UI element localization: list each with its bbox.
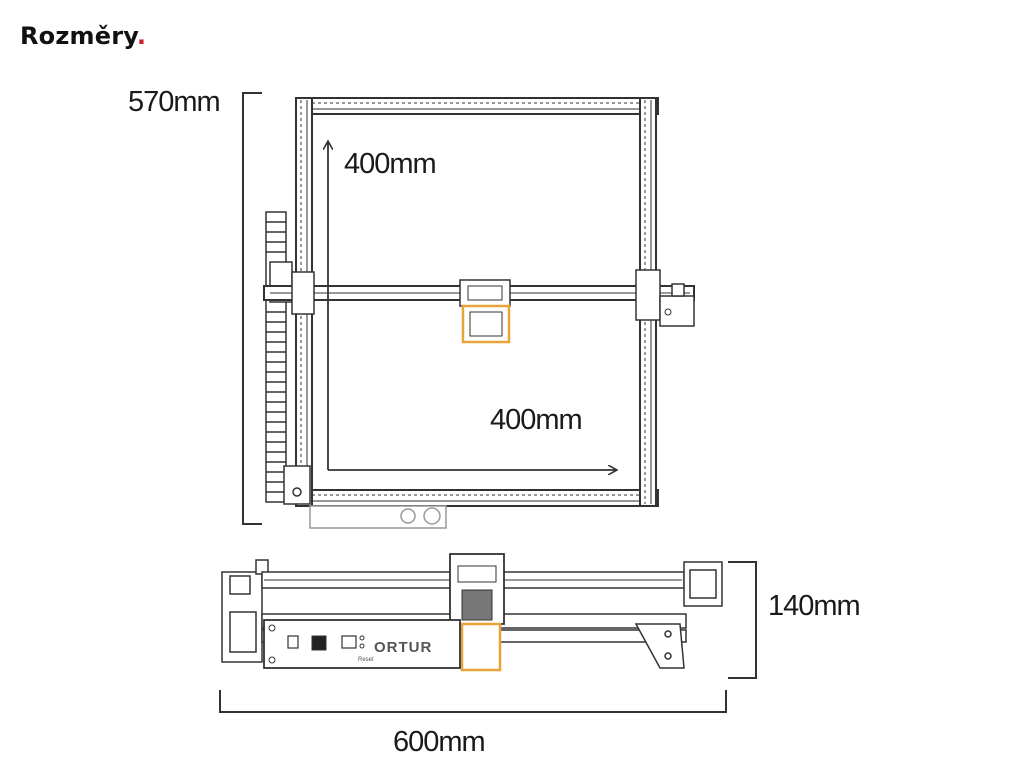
height-bracket <box>242 92 262 525</box>
brand-logo: ORTUR <box>374 639 432 656</box>
left-side-plate <box>221 559 269 663</box>
height-dimension-label: 570mm <box>128 86 221 118</box>
title-dot: . <box>136 22 147 50</box>
frame-bottom-rail <box>297 489 659 507</box>
top-view <box>242 92 695 529</box>
width-bracket <box>219 690 727 713</box>
front-controller <box>263 619 461 669</box>
depth-bracket <box>728 561 757 679</box>
laser-head <box>459 279 511 344</box>
width-dimension-label: 600mm <box>393 726 486 758</box>
front-laser-module <box>449 553 505 672</box>
work-y-dimension-label: 400mm <box>344 148 437 180</box>
right-motor <box>634 561 723 669</box>
depth-dimension-label: 140mm <box>768 590 861 622</box>
reset-label: Reset <box>358 657 374 663</box>
front-view: ORTUR Reset <box>219 553 757 713</box>
controller-top <box>309 505 447 529</box>
page-title: Rozměry. <box>20 22 147 50</box>
work-x-dimension-label: 400mm <box>490 404 583 436</box>
frame-top-rail <box>297 97 659 115</box>
